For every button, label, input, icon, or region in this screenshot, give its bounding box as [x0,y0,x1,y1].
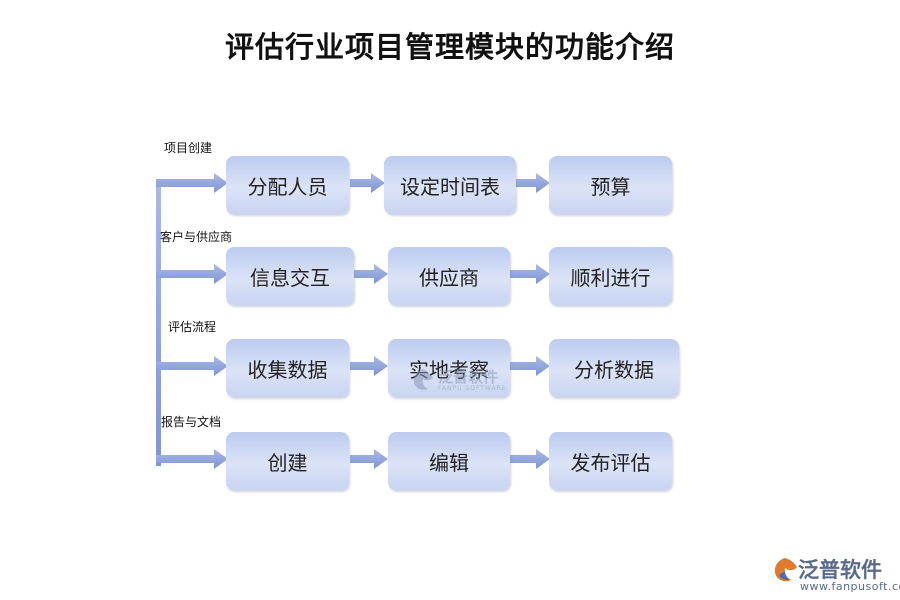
flow-node: 创建 [226,432,349,490]
entry-arrow-1 [156,173,228,193]
entry-arrow-3 [156,356,228,376]
trunk-line [156,180,161,466]
category-label: 客户与供应商 [160,230,233,244]
step-arrow-2a [354,264,388,284]
category-label: 评估流程 [168,320,217,334]
category-label: 项目创建 [164,141,213,155]
entry-arrow-2 [156,264,228,284]
flow-node: 顺利进行 [549,247,672,305]
step-arrow-2b [510,264,550,284]
flow-node: 设定时间表 [384,156,516,214]
step-arrow-1a [350,173,385,193]
flow-node: 供应商 [388,247,510,305]
flow-node: 分析数据 [549,339,679,397]
flow-node: 编辑 [388,432,510,490]
flow-node: 实地考察 [388,339,510,397]
flow-node: 分配人员 [226,156,349,214]
step-arrow-3b [510,356,550,376]
brand-url: www.fanpusoft.com [800,580,900,593]
flow-node: 信息交互 [226,247,354,305]
step-arrow-4a [350,449,388,469]
category-label: 报告与文档 [161,415,222,429]
step-arrow-4b [510,449,550,469]
entry-arrow-4 [156,449,228,469]
flow-node: 发布评估 [549,432,672,490]
page-title: 评估行业项目管理模块的功能介绍 [224,30,675,64]
fanpu-logo-icon [774,558,797,582]
step-arrow-1b [516,173,550,193]
brand-logo: 泛普软件 www.fanpusoft.com [770,553,900,595]
brand-name: 泛普软件 [798,558,882,582]
step-arrow-3a [350,356,388,376]
flow-node: 收集数据 [226,339,349,397]
flow-node: 预算 [549,156,672,214]
